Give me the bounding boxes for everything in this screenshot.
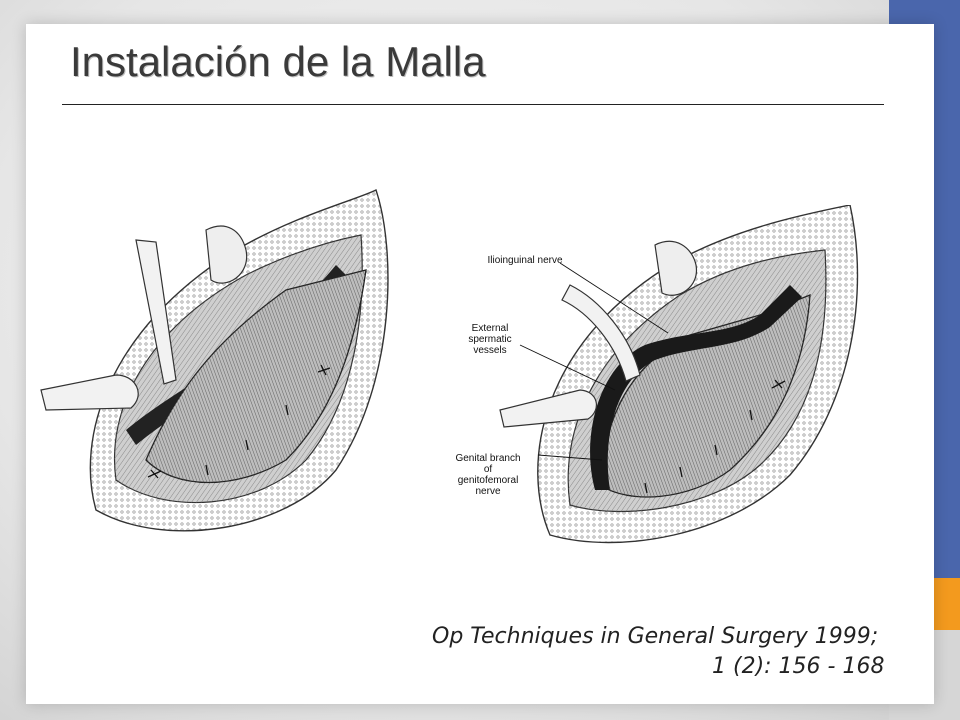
surgical-illustration-left-icon xyxy=(40,189,389,532)
citation-line-2: 1 (2): 156 - 168 xyxy=(712,654,885,679)
figure-right: Ilioinguinal nerve External spermatic ve… xyxy=(430,204,870,550)
label-external-spermatic-vessels: External spermatic vessels xyxy=(468,323,512,356)
citation-line-1: Op Techniques in General Surgery 1999; xyxy=(432,624,879,649)
slide-title: Instalación de la Malla xyxy=(70,38,486,85)
label-genital-branch-genitofemoral-nerve: Genital branch of genitofemoral nerve xyxy=(455,453,521,497)
figure-left xyxy=(36,180,426,550)
surgical-illustration-right-icon xyxy=(499,204,859,544)
label-ilioinguinal-nerve: Ilioinguinal nerve xyxy=(487,255,563,266)
title-underline xyxy=(62,104,884,105)
